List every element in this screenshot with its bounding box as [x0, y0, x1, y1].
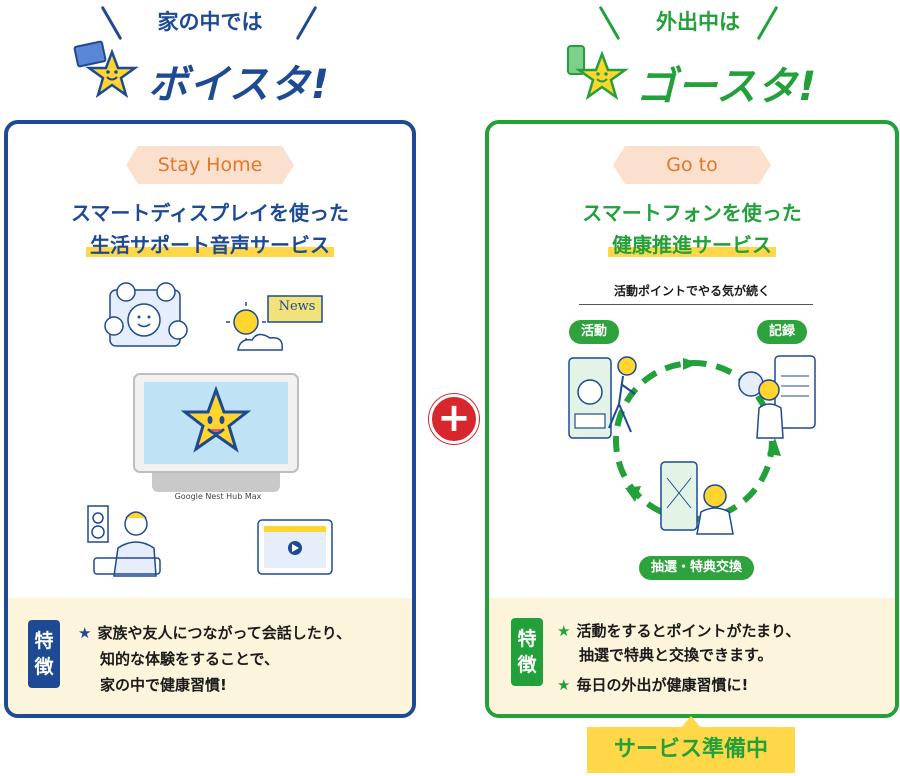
right-feature-line-1: ★ 活動をするとポイントがたまり、	[557, 618, 800, 644]
device-caption: Google Nest Hub Max	[174, 492, 262, 501]
left-logo: ボイスタ!	[148, 62, 331, 108]
left-pill-stay-home: Stay Home	[126, 146, 294, 184]
lottery-illustration	[657, 458, 737, 536]
cycle-caption: 活動ポイントでやる気が続く	[613, 284, 770, 298]
left-header-subtitle: 家の中では	[157, 10, 263, 34]
left-feature-line-3: 家の中で健康習慣!	[100, 676, 227, 694]
tag-record: 記録	[757, 320, 808, 344]
left-panel-title-1: スマートディスプレイを使った	[71, 201, 349, 225]
right-logo: ゴースタ!	[636, 64, 818, 110]
right-feature-line-2: 抽選で特典と交換できます。	[579, 646, 773, 664]
left-feature-box: 特徴 ★ 家族や友人につながって会話したり、 知的な体験をすることで、 家の中で健…	[8, 598, 412, 714]
cycle-arrows	[599, 346, 789, 536]
music-listening-illustration	[84, 496, 170, 580]
status-banner-pointer	[681, 716, 701, 728]
weather-news-illustration	[218, 290, 328, 362]
star-bullet-icon: ★	[557, 622, 571, 640]
right-feature-text-3: 毎日の外出が健康習慣に!	[576, 676, 749, 694]
smart-display-device	[132, 372, 300, 496]
right-header-subtitle: 外出中は	[656, 10, 740, 34]
cycle-caption-underline	[579, 304, 813, 305]
left-title-highlight: 生活サポート音声サービス	[86, 233, 334, 257]
right-feature-label: 特徴	[511, 618, 543, 686]
left-panel-title-2: 生活サポート音声サービス	[8, 230, 412, 261]
news-label: News	[278, 299, 316, 314]
star-bullet-icon: ★	[78, 624, 92, 642]
left-feature-label: 特徴	[28, 620, 60, 688]
header-slash-left-b	[295, 5, 318, 41]
video-tablet-illustration	[256, 518, 334, 576]
right-feature-line-3: ★ 毎日の外出が健康習慣に!	[557, 672, 748, 698]
right-feature-text-1: 活動をするとポイントがたまり、	[576, 622, 801, 640]
right-feature-box: 特徴 ★ 活動をするとポイントがたまり、 抽選で特典と交換できます。 ★ 毎日の外出…	[489, 598, 895, 714]
left-feature-line-2: 知的な体験をすることで、	[100, 650, 279, 668]
record-illustration	[735, 352, 819, 442]
plus-icon: +	[429, 394, 479, 444]
left-feature-text-1: 家族や友人につながって会話したり、	[97, 624, 352, 642]
tag-lottery-exchange: 抽選・特典交換	[639, 556, 755, 580]
right-title-highlight: 健康推進サービス	[608, 233, 776, 257]
right-panel-title-2: 健康推進サービス	[489, 230, 895, 261]
tag-activity: 活動	[569, 320, 620, 344]
tablet-star-icon	[72, 40, 142, 100]
status-banner: サービス準備中	[587, 727, 795, 773]
header-slash-left-a	[100, 5, 123, 41]
activity-illustration	[565, 352, 655, 444]
left-feature-line-1: ★ 家族や友人につながって会話したり、	[78, 620, 351, 646]
right-panel: Go to スマートフォンを使った 健康推進サービス 活動ポイントでやる気が続く…	[485, 120, 899, 718]
right-pill-go-to: Go to	[613, 146, 771, 184]
communication-illustration	[102, 282, 192, 358]
star-bullet-icon: ★	[557, 676, 571, 694]
left-panel: Stay Home スマートディスプレイを使った 生活サポート音声サービス	[4, 120, 416, 718]
phone-star-icon	[562, 42, 632, 102]
right-panel-title-1: スマートフォンを使った	[582, 201, 802, 225]
